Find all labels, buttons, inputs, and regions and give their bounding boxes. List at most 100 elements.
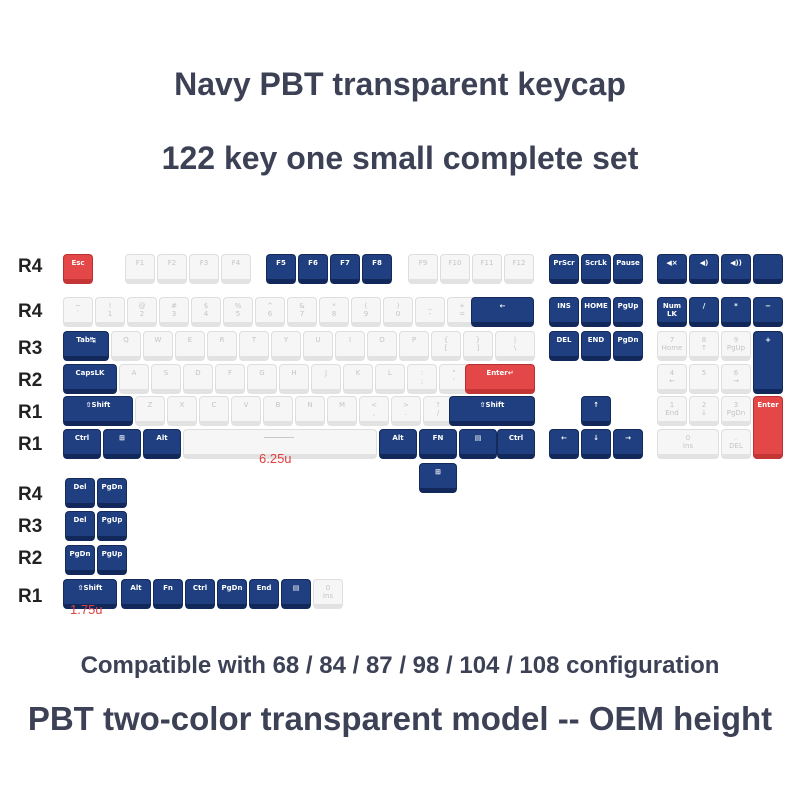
keycap-label: Num LK	[662, 302, 682, 319]
keycap-label: } ]	[475, 336, 481, 353]
keycap-label: Ctrl	[192, 584, 208, 592]
keycap: F3	[189, 254, 219, 284]
keycap: PgUp	[613, 297, 643, 327]
keycap-label: G	[259, 369, 265, 377]
keycap-label: S	[163, 369, 169, 377]
keycap: −	[753, 297, 783, 327]
keycap-label: ↑	[593, 401, 599, 409]
keycap: /	[689, 297, 719, 327]
keycap-label: −	[765, 302, 771, 310]
keycap: F12	[504, 254, 534, 284]
keycap-label: P	[411, 336, 417, 344]
keycap: ↑	[581, 396, 611, 426]
keycap: ⇧Shift	[449, 396, 535, 426]
keycap-label: K	[355, 369, 361, 377]
keycap: # 3	[159, 297, 189, 327]
keycap-label: # 3	[171, 302, 177, 319]
keycap: X	[167, 396, 197, 426]
keycap: { [	[431, 331, 461, 361]
keycap: Q	[111, 331, 141, 361]
keycap-label: W	[154, 336, 162, 344]
keycap-label: /	[702, 302, 706, 310]
keycap-label: " '	[452, 369, 456, 386]
keycap: H	[279, 364, 309, 394]
keycap-label: Pause	[616, 259, 640, 267]
spacebar-size-note: 6.25u	[259, 451, 292, 466]
keycap: F6	[298, 254, 328, 284]
keycap: 5	[689, 364, 719, 394]
heading-line-1: Navy PBT transparent keycap	[174, 66, 626, 102]
keycap: Y	[271, 331, 301, 361]
keycap-label: PgDn	[101, 483, 123, 491]
keycap: 6 →	[721, 364, 751, 394]
keycap: ⇧Shift	[63, 396, 133, 426]
keycap-label: ⇧Shift	[85, 401, 111, 409]
keycap: Num LK	[657, 297, 687, 327]
keycap: | \	[495, 331, 535, 361]
row-label: R1	[18, 586, 43, 607]
keycap: DEL	[549, 331, 579, 361]
keycap-label: ←	[499, 302, 506, 310]
row-label: R3	[18, 338, 43, 359]
keycap-label: ↓	[593, 434, 599, 442]
keycap: % 5	[223, 297, 253, 327]
row-label: R3	[18, 516, 43, 537]
keycap-label: F2	[167, 259, 177, 267]
keycap: ←	[549, 429, 579, 459]
keycap: K	[343, 364, 373, 394]
keycap: Enter↵	[465, 364, 535, 394]
keycap: L	[375, 364, 405, 394]
keycap: 4 ←	[657, 364, 687, 394]
keycap-label: < ,	[371, 401, 377, 418]
keycap-label: END	[587, 336, 605, 344]
keycap-label: { [	[443, 336, 449, 353]
keycap: F7	[330, 254, 360, 284]
keycap-label: F7	[340, 259, 350, 267]
keycap: I	[335, 331, 365, 361]
menu-icon: ▤	[474, 434, 482, 442]
keycap: * 8	[319, 297, 349, 327]
keycap-label: INS	[557, 302, 571, 310]
keycap: End	[249, 579, 279, 609]
keycap-label: 2 ↓	[701, 401, 707, 418]
keycap-label: _ -	[428, 302, 432, 319]
keycap: ~ `	[63, 297, 93, 327]
apple-icon-key	[753, 254, 783, 284]
keycap: } ]	[463, 331, 493, 361]
keycap: Z	[135, 396, 165, 426]
row-label: R1	[18, 402, 43, 423]
keycap: _ -	[415, 297, 445, 327]
keycap: PrScr	[549, 254, 579, 284]
keycap: INS	[549, 297, 579, 327]
keycap: U	[303, 331, 333, 361]
keycap-label: 1 End	[665, 401, 679, 418]
keycap: Tab↹	[63, 331, 109, 361]
keycap-label: Q	[123, 336, 129, 344]
keycap: Alt	[143, 429, 181, 459]
keycap: ↓	[581, 429, 611, 459]
keycap-label: ? /	[436, 401, 440, 418]
row-label: R2	[18, 370, 43, 391]
keycap: →	[613, 429, 643, 459]
keycap-label: : ;	[420, 369, 424, 386]
keycap: Fn	[153, 579, 183, 609]
keycap: M	[327, 396, 357, 426]
keycap-label: PgDn	[221, 584, 243, 592]
menu-icon: ▤	[292, 584, 300, 592]
keycap: PgUp	[97, 511, 127, 541]
keycap-label: > .	[403, 401, 409, 418]
keycap: *	[721, 297, 751, 327]
keycap: . DEL	[721, 429, 751, 459]
keycap-label: I	[348, 336, 352, 344]
keycap-label: F4	[231, 259, 241, 267]
keycap: 8 ↑	[689, 331, 719, 361]
keycap: O	[367, 331, 397, 361]
keycap-label: DEL	[556, 336, 572, 344]
keycap: E	[175, 331, 205, 361]
keycap-label: ^ 6	[267, 302, 273, 319]
keycap-label: PgUp	[101, 516, 123, 524]
keycap: < ,	[359, 396, 389, 426]
keycap: F9	[408, 254, 438, 284]
keycap: F8	[362, 254, 392, 284]
keycap-label: F6	[308, 259, 318, 267]
